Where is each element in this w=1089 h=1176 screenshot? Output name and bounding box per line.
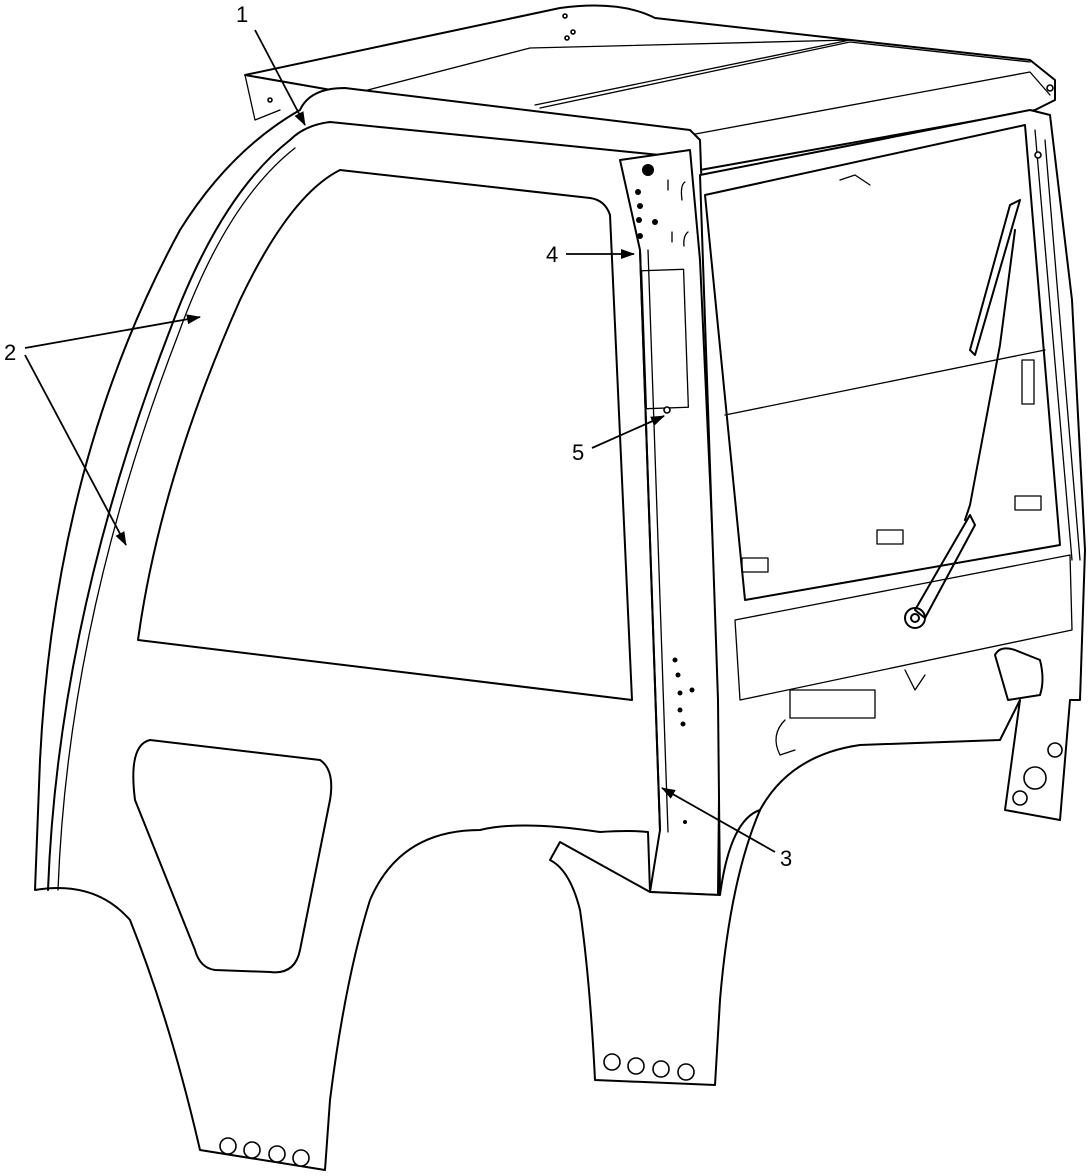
callout-1: 1 [236, 2, 306, 126]
callout-3-label: 3 [780, 846, 792, 871]
callout-3: 3 [661, 787, 792, 871]
callout-4-label: 4 [546, 242, 558, 267]
callout-4: 4 [546, 242, 635, 267]
center-pillar [619, 149, 721, 896]
callout-5-label: 5 [572, 440, 584, 465]
rear-leg [549, 809, 761, 1086]
callout-2-label: 2 [4, 340, 16, 365]
rear-frame [699, 109, 1086, 896]
roof [244, 4, 1056, 171]
left-side-panel [34, 87, 721, 1171]
callout-2: 2 [4, 314, 201, 546]
callout-5: 5 [572, 415, 665, 465]
callout-1-label: 1 [236, 2, 248, 27]
